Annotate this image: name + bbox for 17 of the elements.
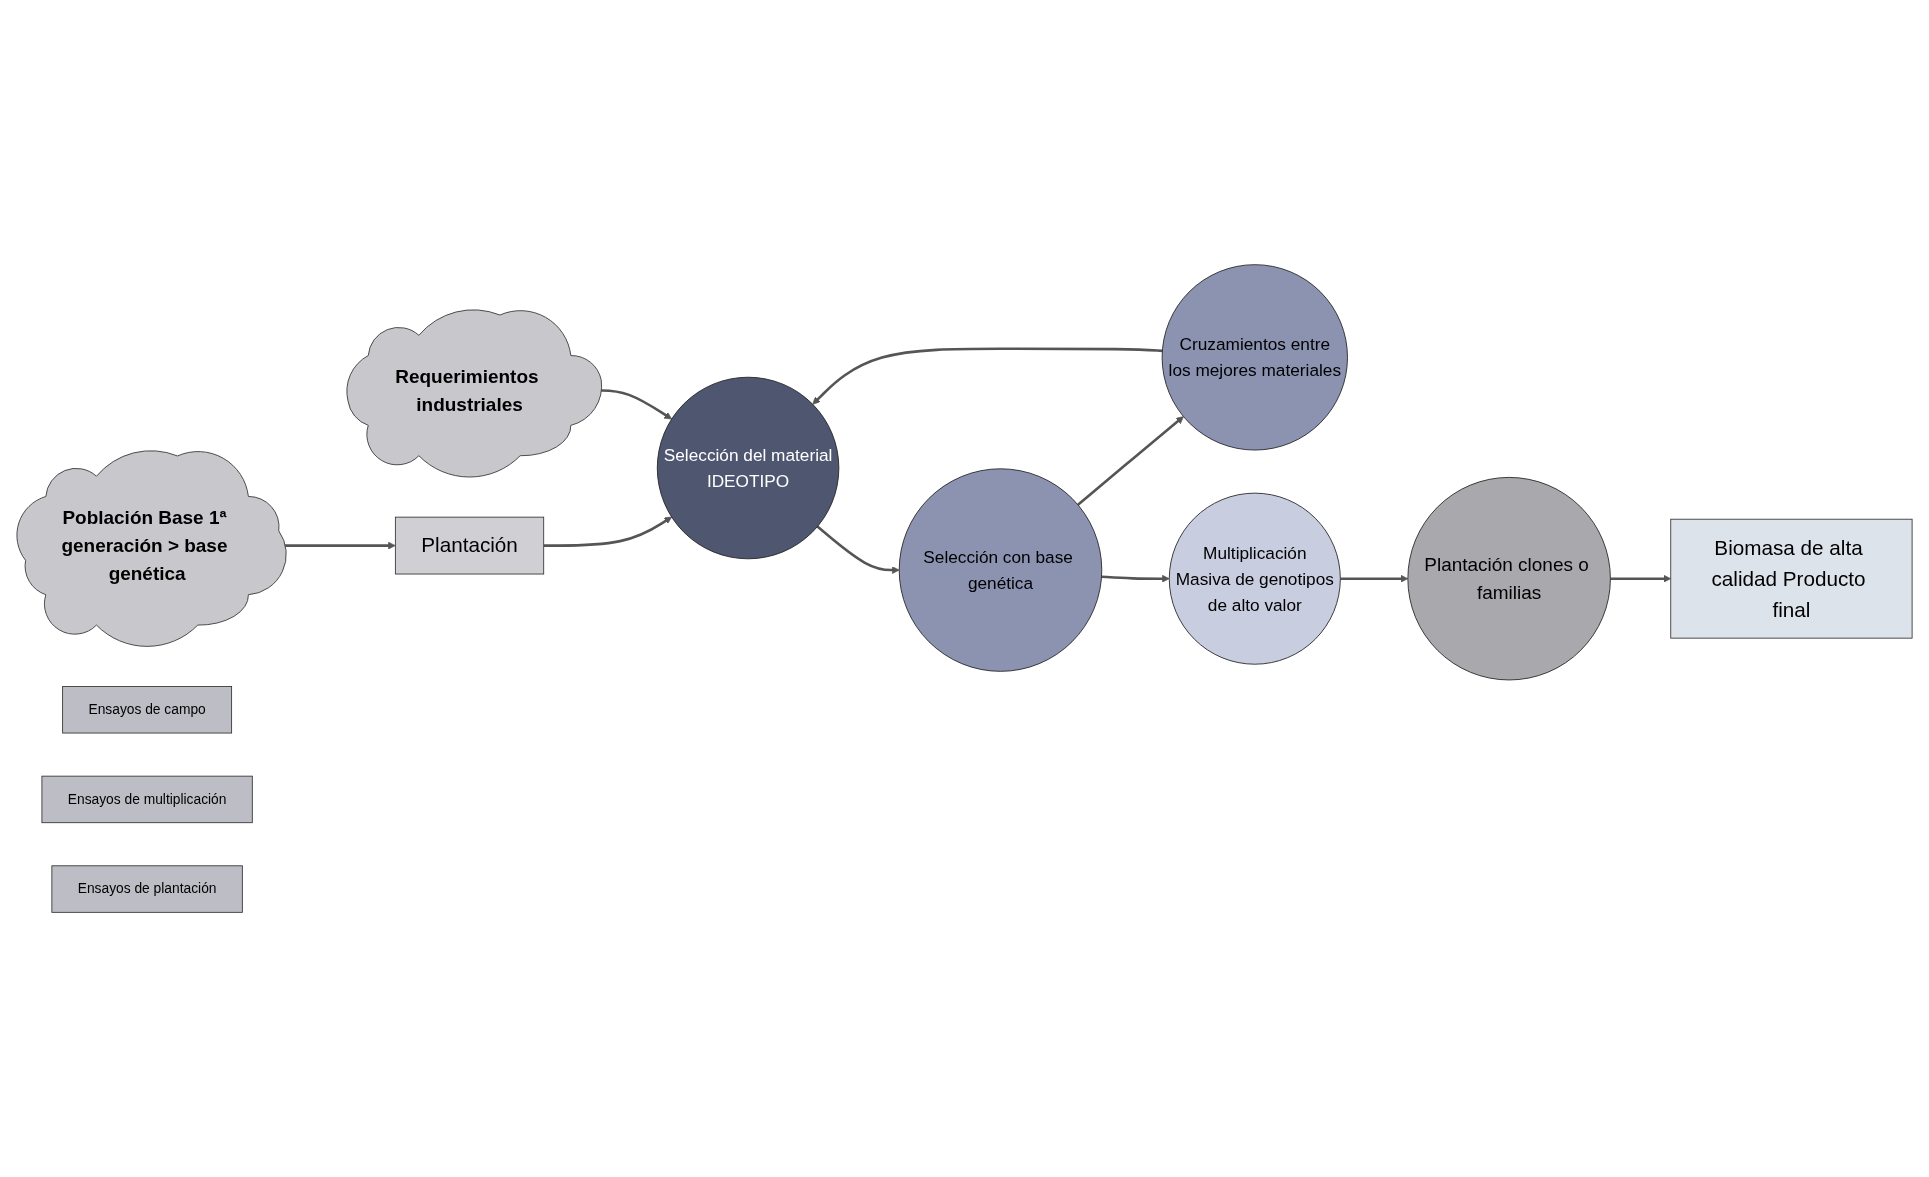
arrow bbox=[816, 525, 900, 574]
node-box: Ensayos de campo bbox=[62, 686, 233, 734]
node-box: Ensayos de multiplicación bbox=[41, 775, 253, 824]
node-box: Biomasa de alta calidad Producto final bbox=[1670, 518, 1913, 639]
node-box: Ensayos de plantación bbox=[51, 865, 243, 913]
node-circle: Selección con base genética bbox=[898, 468, 1103, 672]
arrow bbox=[1340, 574, 1409, 583]
arrow bbox=[1610, 574, 1672, 583]
node-circle: Plantación clones o familias bbox=[1407, 476, 1611, 681]
node-box: Plantación bbox=[394, 516, 545, 575]
arrow bbox=[543, 516, 672, 547]
arrow bbox=[812, 347, 1163, 405]
node-circle: Multiplicación Masiva de genotipos de alto valor bbox=[1168, 492, 1341, 665]
node-circle: Cruzamientos entre los mejores materiales bbox=[1161, 264, 1348, 451]
arrow bbox=[1101, 574, 1170, 583]
arrow bbox=[1077, 416, 1184, 506]
node-circle: Selección del material IDEOTIPO bbox=[656, 376, 840, 560]
